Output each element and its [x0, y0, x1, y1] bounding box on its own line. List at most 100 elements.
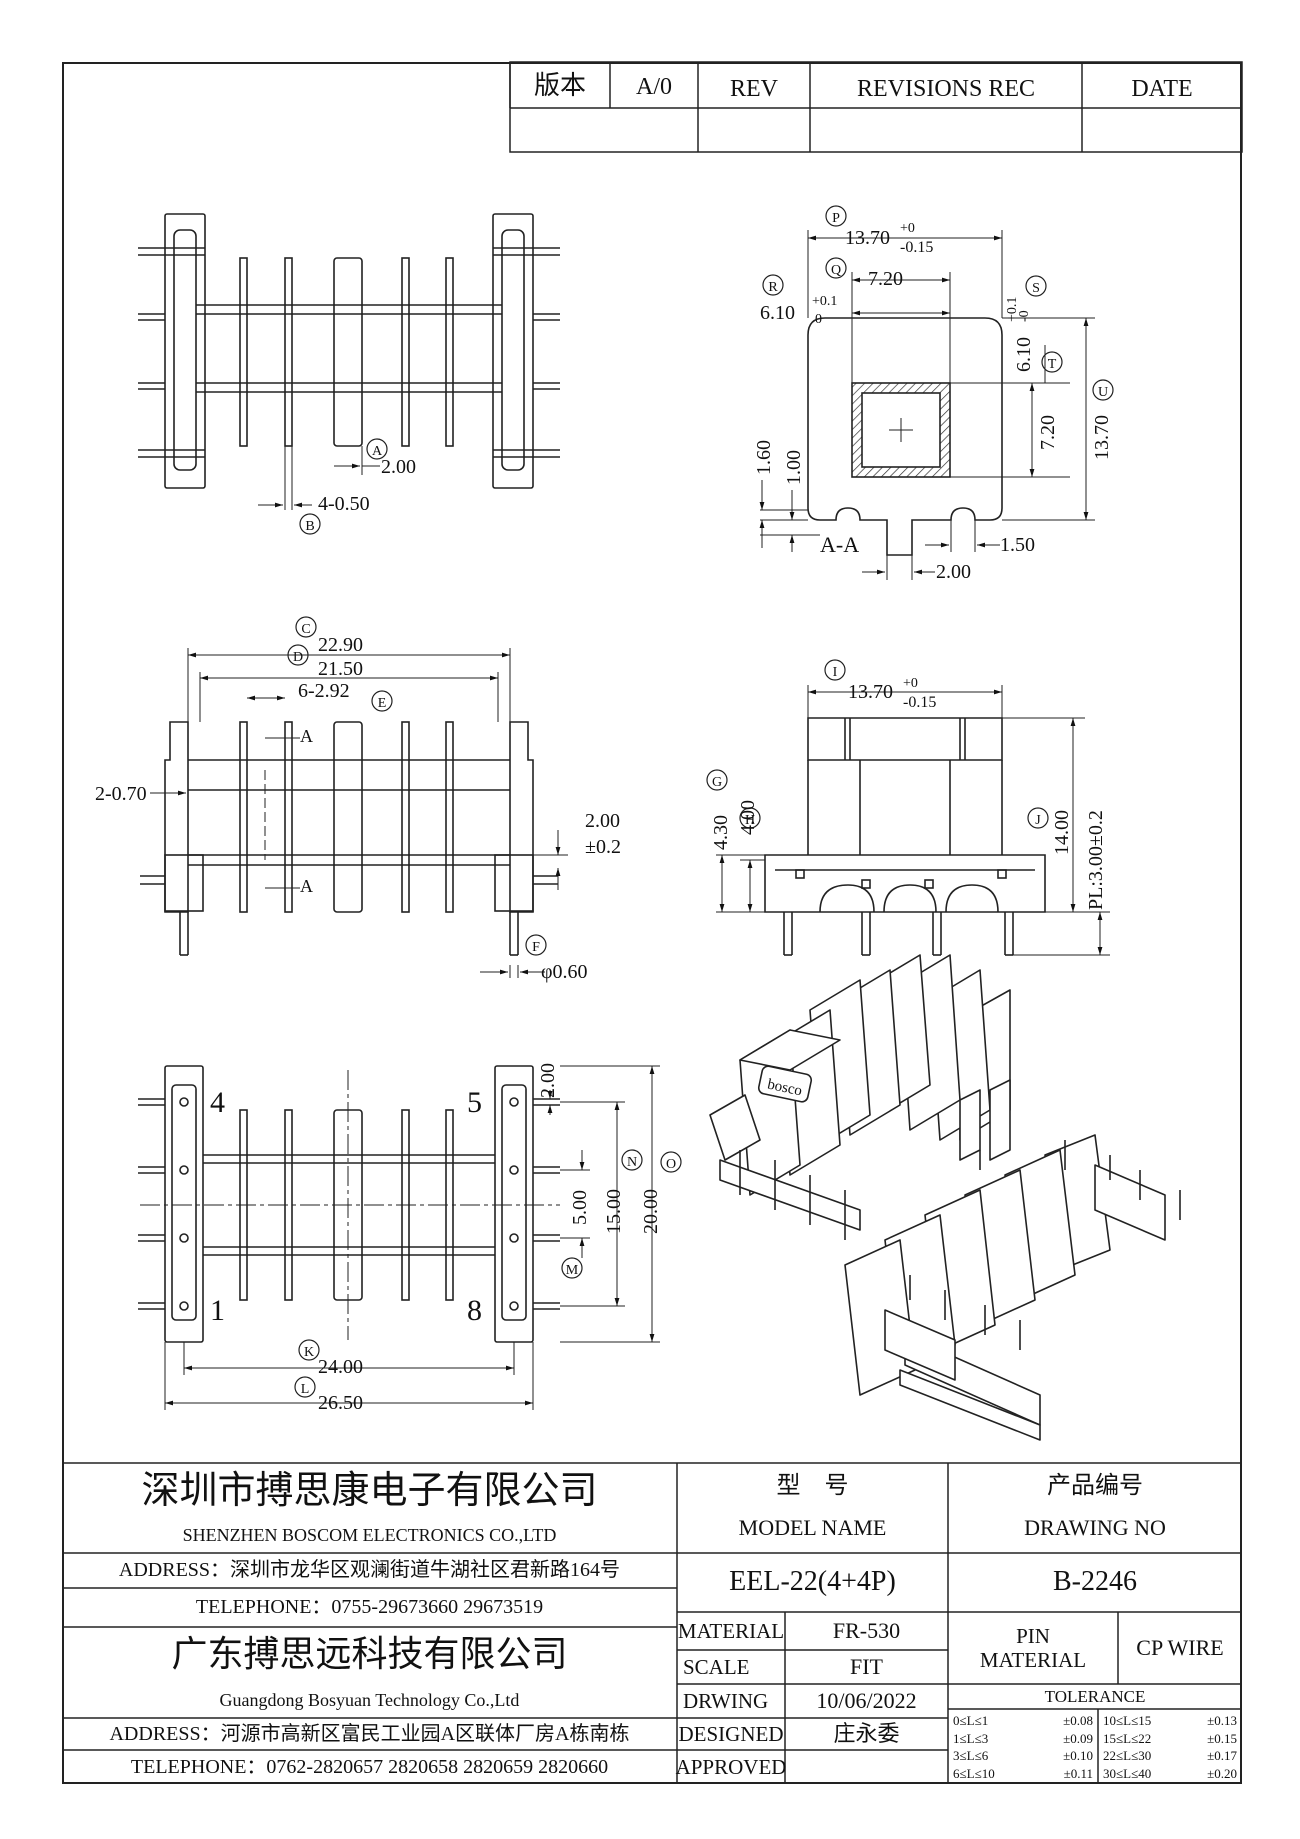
dim-f: φ0.60 — [541, 961, 588, 983]
iso-view-upper — [709, 954, 1011, 1240]
tolerance-value: ±0.08 — [1063, 1713, 1093, 1728]
callout-k: K — [304, 1345, 314, 1360]
tol-p-plus: +0 — [900, 221, 915, 236]
company1-telephone: TELEPHONE：0755-29673660 29673519 — [195, 1596, 544, 1618]
view-top-left — [138, 213, 560, 535]
tolerance-value: ±0.09 — [1063, 1730, 1093, 1746]
dim-r: 6.10 — [760, 302, 795, 324]
model-value: EEL-22(4+4P) — [729, 1566, 896, 1598]
tol-r-minus: 0 — [815, 312, 822, 327]
callout-d: D — [293, 650, 303, 665]
tolerance-row: 15≤L≤22 ±0.15 — [1100, 1730, 1240, 1748]
approved-value — [785, 1750, 948, 1784]
company2-telephone: TELEPHONE：0762-2820657 2820658 2820659 2… — [130, 1755, 609, 1778]
tolerance-row: 30≤L≤40±0.20 — [1100, 1765, 1240, 1783]
dim-2-00-pin: 2.00 — [585, 810, 620, 832]
dim-pl: PL:3.00±0.2 — [1085, 810, 1107, 910]
dim-u: 13.70 — [1091, 415, 1113, 460]
pin-4-label: 4 — [210, 1086, 225, 1119]
company1-name-cn: 深圳市搏思康电子有限公司 — [141, 1470, 598, 1513]
tolerance-value: ±0.13 — [1207, 1713, 1237, 1728]
material-value: FR-530 — [832, 1618, 901, 1644]
drawing-frame — [62, 62, 1242, 1784]
tol-i-minus: -0.15 — [903, 694, 936, 711]
rev-header: REV — [730, 76, 779, 102]
designed-value: 庄永委 — [833, 1721, 900, 1747]
view-section-aa — [759, 205, 1114, 580]
pin-material-label: PIN MATERIAL — [979, 1623, 1087, 1672]
drwing-value: 10/06/2022 — [816, 1688, 917, 1714]
company2-name-cn: 广东搏思远科技有限公司 — [171, 1634, 568, 1675]
callout-i: I — [833, 665, 838, 680]
tolerance-value: ±0.15 — [1207, 1730, 1237, 1746]
tol-p-minus: -0.15 — [900, 239, 933, 256]
iso-view-lower — [844, 1134, 1181, 1441]
dim-1-00: 1.00 — [783, 450, 805, 485]
dim-e: 6-2.92 — [298, 680, 350, 702]
dim-l: 26.50 — [318, 1392, 363, 1414]
revision-block — [509, 61, 1243, 153]
section-a-top: A — [300, 726, 313, 746]
tolerance-range: 0≤L≤1 — [953, 1713, 989, 1728]
tolerance-value: ±0.17 — [1207, 1748, 1237, 1763]
tolerance-range: 15≤L≤22 — [1103, 1730, 1152, 1746]
view-front — [140, 616, 568, 978]
callout-l: L — [301, 1382, 310, 1397]
dim-c: 22.90 — [318, 634, 363, 656]
section-a-bottom: A — [300, 876, 313, 896]
dim-s: 6.10 — [1013, 337, 1035, 372]
dim-n: 15.00 — [603, 1189, 625, 1234]
pin-material-value: CP WIRE — [1136, 1635, 1224, 1661]
tolerance-row: 22≤L≤30±0.17 — [1100, 1747, 1240, 1765]
dim-j: 14.00 — [1051, 810, 1073, 855]
date-header: DATE — [1131, 76, 1192, 102]
drawing-label-cn: 产品编号 — [1047, 1473, 1143, 1500]
tolerance-row: 1≤L≤3±0.09 — [950, 1730, 1096, 1748]
tolerance-row: 10≤L≤15 ±0.13 — [1100, 1712, 1240, 1730]
drwing-label: DRWING — [683, 1688, 769, 1713]
title-block-grid — [62, 1462, 1242, 1784]
drawing-value: B-2246 — [1053, 1566, 1137, 1598]
dim-b: 4-0.50 — [318, 493, 370, 515]
company2-address: ADDRESS：河源市高新区富民工业园A区联体厂房A栋南栋 — [109, 1722, 630, 1745]
model-label-en: MODEL NAME — [738, 1515, 887, 1541]
drawing-label-en: DRAWING NO — [1024, 1515, 1166, 1541]
dim-2-00-slot: 2.00 — [936, 561, 971, 583]
view-bottom — [138, 1065, 682, 1410]
tol-2-00-pin: ±0.2 — [585, 836, 621, 858]
callout-b: B — [305, 519, 314, 534]
dim-2-0-70: 2-0.70 — [95, 783, 147, 805]
tolerance-value: ±0.10 — [1063, 1748, 1093, 1763]
model-label-cn: 型 号 — [776, 1473, 849, 1500]
version-value: A/0 — [636, 74, 672, 100]
tolerance-range: 6≤L≤10 — [953, 1765, 995, 1781]
callout-o: O — [666, 1157, 676, 1172]
view-side — [706, 659, 1110, 956]
dim-1-50: 1.50 — [1000, 534, 1035, 556]
pin-8-label: 8 — [467, 1294, 482, 1327]
tolerance-range: 30≤L≤40 — [1103, 1765, 1152, 1781]
scale-value: FIT — [850, 1654, 883, 1680]
tolerance-row: 0≤L≤1 ±0.08 — [950, 1712, 1096, 1730]
tolerance-row: 3≤L≤6±0.10 — [950, 1747, 1096, 1765]
callout-r: R — [768, 280, 778, 295]
callout-a: A — [372, 444, 383, 459]
dim-h: 4.00 — [737, 800, 759, 835]
callout-e: E — [378, 696, 387, 711]
dim-a: 2.00 — [381, 456, 416, 478]
dim-i: 13.70 — [848, 681, 893, 703]
tolerance-range: 10≤L≤15 — [1103, 1713, 1152, 1728]
iso-logo-label: bosco — [766, 1077, 804, 1100]
callout-p: P — [832, 211, 840, 226]
dim-o: 20.00 — [640, 1189, 662, 1234]
tol-s-minus: -0 — [1017, 310, 1032, 322]
pin-5-label: 5 — [467, 1086, 482, 1119]
dim-q: 7.20 — [868, 268, 903, 290]
callout-q: Q — [831, 263, 841, 278]
tolerance-value: ±0.11 — [1063, 1765, 1093, 1781]
callout-c: C — [301, 622, 310, 637]
dim-g: 4.30 — [710, 815, 732, 850]
callout-f: F — [532, 940, 540, 955]
dim-2-00-bottom: 2.00 — [537, 1063, 559, 1098]
